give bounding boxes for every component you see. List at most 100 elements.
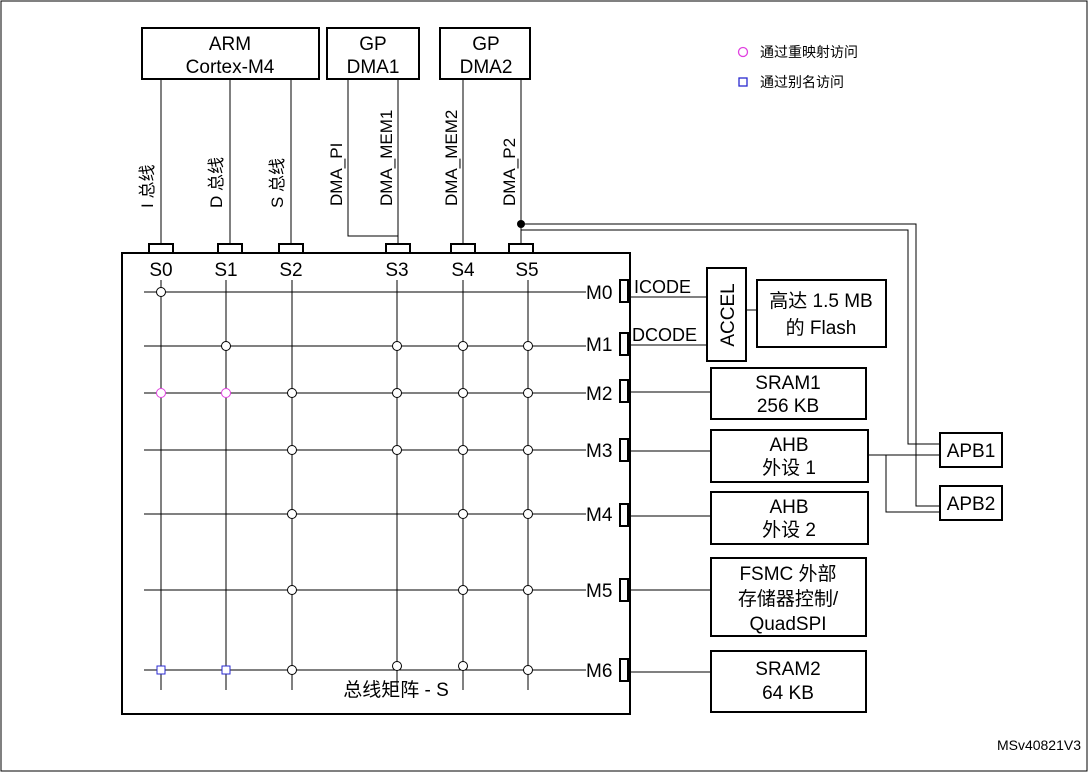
node-s4-m6 [458, 661, 468, 671]
svg-text:M4: M4 [586, 505, 613, 526]
svg-text:QuadSPI: QuadSPI [749, 614, 826, 635]
legend-alias-marker [738, 77, 748, 87]
node-s5-m3 [523, 445, 533, 455]
master-port-stubs [619, 279, 629, 682]
svg-text:的 Flash: 的 Flash [786, 317, 857, 339]
svg-text:Cortex-M4: Cortex-M4 [186, 57, 275, 78]
svg-text:高达 1.5 MB: 高达 1.5 MB [769, 290, 872, 312]
dcode-label: DCODE [632, 325, 697, 345]
figure-id: MSv40821V3 [997, 737, 1081, 753]
svg-text:M0: M0 [586, 283, 612, 304]
svg-text:S2: S2 [279, 260, 302, 281]
svg-text:APB1: APB1 [947, 441, 996, 462]
legend-alias-text: 通过别名访问 [760, 74, 844, 90]
node-s5-m2 [523, 388, 533, 398]
label-dma-mem2: DMA_MEM2 [442, 110, 461, 206]
svg-text:S4: S4 [451, 260, 475, 281]
svg-text:SRAM2: SRAM2 [755, 659, 820, 680]
node-s2-m5 [287, 585, 297, 595]
node-s5-m5 [523, 585, 533, 595]
svg-text:S0: S0 [149, 260, 172, 281]
svg-text:256 KB: 256 KB [757, 396, 819, 417]
node-s3-m6 [392, 661, 402, 671]
node-s5-m6 [523, 665, 533, 675]
svg-text:S5: S5 [515, 260, 538, 281]
svg-text:M5: M5 [586, 581, 612, 602]
legend: 通过重映射访问 通过别名访问 [737, 44, 858, 90]
node-s2-m2 [287, 388, 297, 398]
label-dma-mem1: DMA_MEM1 [377, 110, 396, 206]
svg-text:SRAM1: SRAM1 [755, 373, 820, 394]
svg-text:M6: M6 [586, 661, 612, 682]
svg-text:外设 1: 外设 1 [762, 457, 816, 479]
dma-p2-junction [517, 220, 525, 228]
node-s4-m2 [458, 388, 468, 398]
svg-text:S1: S1 [214, 260, 237, 281]
svg-text:DMA1: DMA1 [347, 57, 400, 78]
label-dma-pi: DMA_PI [327, 143, 346, 206]
legend-remap-marker [737, 46, 749, 58]
svg-text:M2: M2 [586, 384, 612, 405]
master-gp-dma2: GP DMA2 [439, 27, 531, 80]
bus-matrix-box [121, 252, 631, 715]
svg-text:GP: GP [472, 34, 499, 55]
label-d-bus: D 总线 [207, 157, 226, 208]
node-s0-m0 [156, 287, 166, 297]
svg-text:M1: M1 [586, 335, 612, 356]
svg-text:64 KB: 64 KB [762, 683, 814, 704]
matrix-label: 总线矩阵 - S [343, 679, 449, 701]
node-s4-m1 [458, 341, 468, 351]
node-s3-m3 [392, 445, 402, 455]
accel-block: ACCEL [706, 267, 747, 362]
svg-text:M3: M3 [586, 441, 612, 462]
ahb-peripheral-2-block: AHB 外设 2 [710, 491, 869, 545]
svg-text:存储器控制/: 存储器控制/ [738, 588, 839, 610]
svg-text:外设 2: 外设 2 [762, 519, 816, 541]
svg-text:ACCEL: ACCEL [718, 283, 739, 346]
node-s0-m6-alias [156, 665, 166, 675]
master-gp-dma1: GP DMA1 [326, 27, 420, 80]
svg-text:AHB: AHB [769, 435, 808, 456]
svg-text:AHB: AHB [769, 497, 808, 518]
apb2-block: APB2 [939, 485, 1003, 521]
node-s5-m1 [523, 341, 533, 351]
ahb-peripheral-1-block: AHB 外设 1 [710, 429, 869, 483]
node-s1-m1 [221, 341, 231, 351]
sram1-block: SRAM1 256 KB [710, 367, 867, 420]
svg-text:S3: S3 [385, 260, 408, 281]
matrix-grid [144, 280, 586, 690]
node-s5-m4 [523, 509, 533, 519]
master-bus-wires [160, 79, 940, 507]
apb1-block: APB1 [939, 432, 1003, 468]
matrix-connection-nodes [156, 287, 533, 675]
bus-line-labels: I 总线 D 总线 S 总线 DMA_PI DMA_MEM1 DMA_MEM2 … [138, 110, 519, 208]
svg-text:GP: GP [359, 34, 386, 55]
node-s2-m4 [287, 509, 297, 519]
label-s-bus: S 总线 [268, 158, 287, 208]
flash-block: 高达 1.5 MB 的 Flash [756, 279, 887, 348]
node-s1-m2-remap [221, 388, 231, 398]
slave-port-stubs [148, 243, 534, 254]
target-wires [630, 296, 940, 673]
node-s1-m6-alias [221, 665, 231, 675]
svg-text:DMA2: DMA2 [460, 57, 513, 78]
node-s2-m3 [287, 445, 297, 455]
node-s3-m2 [392, 388, 402, 398]
node-s4-m4 [458, 509, 468, 519]
svg-text:APB2: APB2 [947, 494, 996, 515]
icode-label: ICODE [634, 277, 691, 297]
node-s0-m2-remap [156, 388, 166, 398]
master-port-labels: M0 M1 M2 M3 M4 M5 M6 [586, 283, 613, 682]
slave-port-labels: S0 S1 S2 S3 S4 S5 [149, 260, 538, 281]
legend-remap-text: 通过重映射访问 [760, 44, 858, 60]
label-dma-p2: DMA_P2 [500, 138, 519, 206]
svg-text:FSMC 外部: FSMC 外部 [739, 563, 836, 585]
node-s4-m5 [458, 585, 468, 595]
fsmc-block: FSMC 外部 存储器控制/ QuadSPI [710, 557, 867, 637]
node-s3-m1 [392, 341, 402, 351]
sram2-block: SRAM2 64 KB [710, 650, 867, 713]
master-arm-cortex-m4: ARM Cortex-M4 [141, 27, 320, 80]
node-s4-m3 [458, 445, 468, 455]
